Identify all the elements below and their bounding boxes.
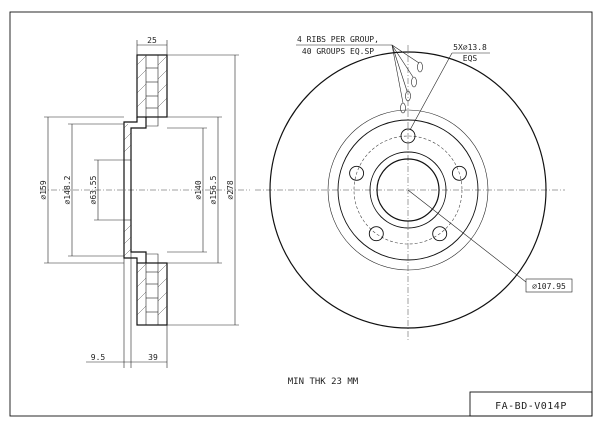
dim-d278: ⌀278	[167, 54, 239, 326]
friction-ring-bottom	[136, 262, 168, 326]
bolt-hole	[451, 165, 467, 181]
drawing-border	[9, 11, 593, 417]
vent-ribs	[400, 61, 423, 114]
bolt-hole	[400, 128, 416, 144]
hub-bore-outer	[369, 151, 447, 229]
friction-inner-edge	[327, 109, 489, 271]
svg-text:⌀159: ⌀159	[39, 180, 48, 199]
holes-note: 5X⌀13.8 EQS	[409, 43, 490, 131]
pcd-box	[525, 278, 573, 293]
part-number: FA-BD-V014P	[495, 401, 567, 412]
pcd-callout: ⌀107.95	[407, 189, 573, 293]
ribs-note: 4 RIBS PER GROUP, 40 GROUPS EQ.SP	[296, 35, 420, 104]
hat-section	[123, 117, 159, 263]
svg-text:⌀107.95: ⌀107.95	[532, 282, 566, 291]
svg-text:⌀148.2: ⌀148.2	[63, 175, 72, 204]
bolt-holes	[349, 128, 467, 242]
front-view: 4 RIBS PER GROUP, 40 GROUPS EQ.SP 5X⌀13.…	[255, 35, 573, 340]
dim-offsets: 9.5 39	[86, 252, 168, 368]
rotor-outer-edge	[269, 51, 547, 329]
dim-d156: ⌀156.5	[167, 116, 222, 264]
bolt-hole	[432, 226, 448, 242]
svg-text:25: 25	[147, 36, 157, 45]
friction-ring-top	[136, 54, 168, 118]
bolt-hole	[349, 165, 365, 181]
svg-text:39: 39	[148, 353, 158, 362]
svg-text:⌀156.5: ⌀156.5	[209, 175, 218, 204]
svg-text:⌀278: ⌀278	[226, 180, 235, 199]
svg-text:⌀140: ⌀140	[194, 180, 203, 199]
bolt-hole	[368, 226, 384, 242]
min-thickness-note: MIN THK 23 MM	[288, 377, 359, 387]
svg-text:9.5: 9.5	[91, 353, 106, 362]
svg-text:EQS: EQS	[463, 54, 478, 63]
dim-d148: ⌀148.2	[63, 123, 124, 257]
bolt-circle	[353, 135, 463, 245]
dim-width-top: 25	[136, 36, 168, 55]
dim-d140: ⌀140	[167, 127, 207, 253]
svg-text:5X⌀13.8: 5X⌀13.8	[453, 43, 487, 52]
ring-hatching	[136, 55, 168, 316]
dim-d159: ⌀159	[39, 116, 124, 264]
hat-outer-edge	[337, 119, 479, 261]
svg-text:⌀63.55: ⌀63.55	[89, 175, 98, 204]
dim-d63: ⌀63.55	[89, 159, 124, 221]
hub-bore	[376, 158, 440, 222]
svg-text:40 GROUPS EQ.SP: 40 GROUPS EQ.SP	[302, 47, 374, 56]
side-view: 25 ⌀159 ⌀148.2 ⌀63.55 ⌀140	[39, 36, 250, 368]
svg-text:4 RIBS PER GROUP,: 4 RIBS PER GROUP,	[297, 35, 379, 44]
